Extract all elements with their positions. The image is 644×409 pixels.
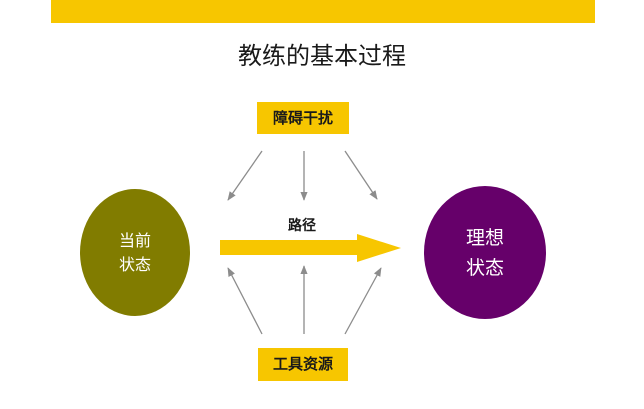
path-arrow <box>220 234 401 262</box>
diagram-title: 教练的基本过程 <box>238 42 406 70</box>
ideal-state-line2: 状态 <box>465 256 504 279</box>
obstacle-arrow-right <box>344 150 378 200</box>
obstacle-arrow-left <box>227 150 263 201</box>
top-accent-bar <box>51 0 595 23</box>
obstacle-box: 障碍干扰 <box>257 102 349 134</box>
resource-arrow-left <box>227 267 263 335</box>
ideal-state-circle: 理想 状态 <box>424 186 546 319</box>
resource-arrow-right <box>344 267 382 335</box>
path-label: 路径 <box>288 218 316 234</box>
resource-box: 工具资源 <box>258 348 348 381</box>
current-state-line1: 当前 <box>118 230 151 250</box>
current-state-circle: 当前 状态 <box>80 189 190 316</box>
ideal-state-line1: 理想 <box>465 226 504 249</box>
current-state-line2: 状态 <box>118 254 151 274</box>
